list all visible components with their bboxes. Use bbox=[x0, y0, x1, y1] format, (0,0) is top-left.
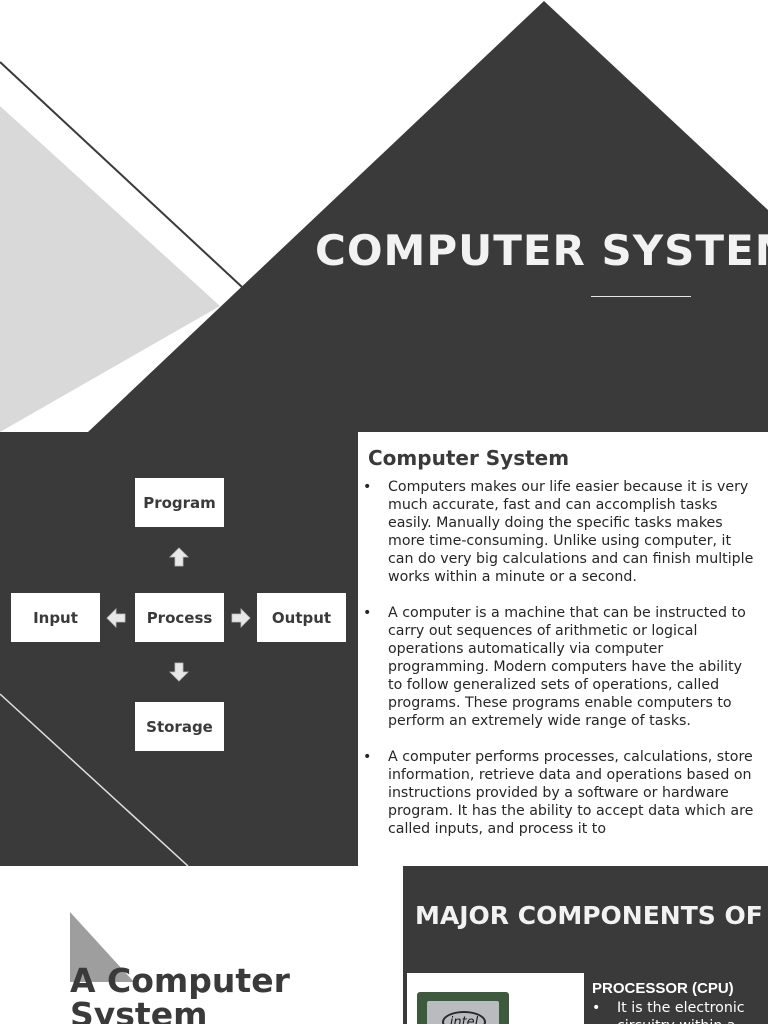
text-panel: Computer System • Computers makes our lif… bbox=[358, 432, 768, 866]
arrow-down-icon bbox=[169, 662, 189, 682]
intel-logo: intel bbox=[442, 1011, 486, 1024]
title-underline bbox=[591, 296, 691, 297]
list-item: • A computer performs processes, calculat… bbox=[363, 748, 755, 838]
title-slide-background bbox=[0, 1, 768, 432]
dark-triangle-shape bbox=[88, 1, 768, 432]
slide-title: COMPUTER SYSTEM bbox=[315, 226, 768, 275]
slide-title: A Computer System bbox=[70, 961, 290, 1024]
bullet-icon: • bbox=[363, 605, 372, 621]
bullet-icon: • bbox=[363, 479, 372, 495]
diagonal-line bbox=[0, 693, 189, 866]
arrow-left-icon bbox=[106, 608, 126, 628]
bullet-text: A computer is a machine that can be inst… bbox=[388, 605, 746, 729]
list-item: • A computer is a machine that can be ins… bbox=[363, 604, 755, 730]
diagram-panel-decoration bbox=[0, 693, 189, 866]
output-box: Output bbox=[257, 593, 346, 642]
bullet-list: • Computers makes our life easier because… bbox=[363, 478, 755, 856]
diagonal-line bbox=[0, 61, 243, 288]
cpu-image: intel bbox=[407, 973, 584, 1024]
components-slide: A Computer System MAJOR COMPONENTS OF A … bbox=[0, 866, 768, 1024]
cpu-chip-icon: intel bbox=[417, 992, 509, 1024]
computer-system-slide: Program Input Process Output Storage Com… bbox=[0, 432, 768, 866]
input-box: Input bbox=[11, 593, 100, 642]
storage-box: Storage bbox=[135, 702, 224, 751]
diagram-panel: Program Input Process Output Storage bbox=[0, 432, 358, 866]
gray-triangle-shape bbox=[70, 912, 134, 982]
title-slide: COMPUTER SYSTEM bbox=[0, 0, 768, 432]
gray-triangle-shape bbox=[0, 106, 220, 432]
section-heading: Computer System bbox=[368, 446, 570, 470]
arrow-up-icon bbox=[169, 547, 189, 567]
list-item: • Computers makes our life easier because… bbox=[363, 478, 755, 586]
section-heading: MAJOR COMPONENTS OF A COMPUTER SYSTEM bbox=[415, 901, 768, 930]
process-box: Process bbox=[135, 593, 224, 642]
bullet-icon: • bbox=[363, 749, 372, 765]
arrow-right-icon bbox=[231, 608, 251, 628]
components-panel: MAJOR COMPONENTS OF A COMPUTER SYSTEM in… bbox=[403, 866, 768, 1024]
bullet-icon: • bbox=[592, 1000, 601, 1016]
component-heading: PROCESSOR (CPU) bbox=[592, 980, 734, 997]
program-box: Program bbox=[135, 478, 224, 527]
list-item: • It is the electronic circuitry within … bbox=[592, 999, 762, 1024]
bullet-text: Computers makes our life easier because … bbox=[388, 479, 754, 585]
bullet-text: A computer performs processes, calculati… bbox=[388, 749, 754, 837]
bullet-text: It is the electronic circuitry within a bbox=[617, 1000, 745, 1024]
